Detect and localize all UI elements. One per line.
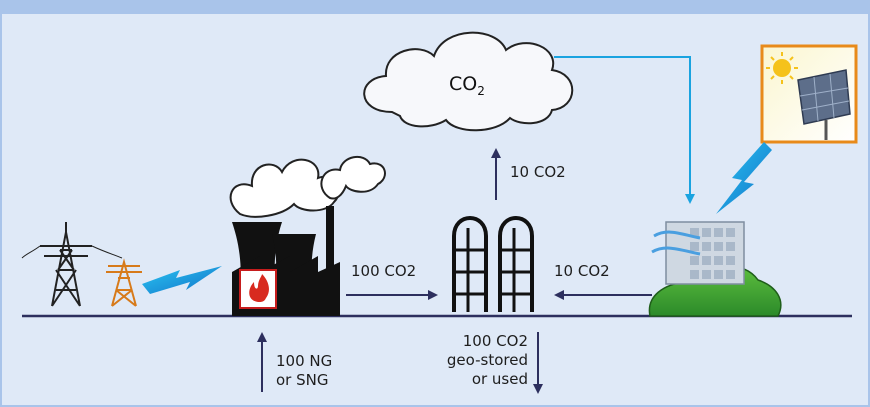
label-dac-to-capture: 10 CO2 [554,262,610,280]
label-plant-to-capture: 100 CO2 [351,262,417,280]
solar-panel-inset [760,44,858,144]
co2-cloud [363,31,574,132]
power-plant [229,155,386,316]
lightning-grid [142,266,222,294]
label-storage-line3: or used [471,370,528,388]
label-storage-line2: geo-stored [446,351,528,369]
label-storage-line1: 100 CO2 [462,332,528,350]
lightning-solar [716,142,772,214]
label-fuel-input-line2: or SNG [276,371,329,389]
label-capture-to-air: 10 CO2 [510,163,566,181]
direct-air-capture-unit [648,221,782,317]
capture-columns [452,216,534,312]
power-towers [21,222,142,307]
label-fuel-input-line1: 100 NG [276,352,333,370]
air-to-dac-arrow [554,56,695,204]
cloud-label: CO2 [449,73,485,98]
